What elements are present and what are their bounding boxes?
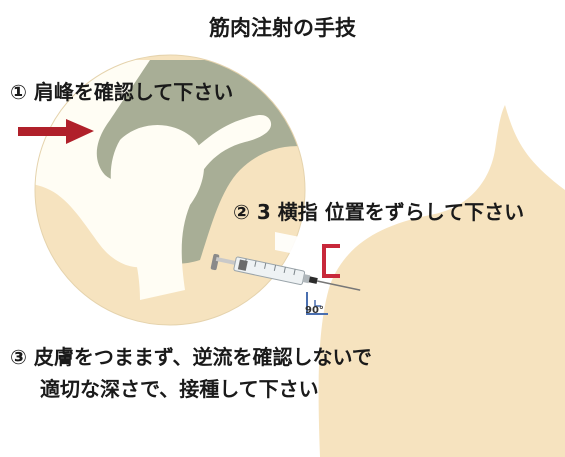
syringe xyxy=(210,253,361,291)
step-3-marker: ③ xyxy=(10,345,27,369)
scapula-bone xyxy=(35,60,272,268)
angle-label: 90° xyxy=(305,305,324,316)
step-3-continued: 適切な深さで、接種して下さい xyxy=(40,377,319,401)
right-angle-mark xyxy=(306,292,328,315)
step-2-text: 3 横指 位置をずらして下さい xyxy=(256,200,525,224)
humerus-head xyxy=(110,125,205,300)
body-silhouette xyxy=(318,105,565,457)
magnified-shoulder-view xyxy=(34,54,306,326)
step-3: ③ 皮膚をつままず、逆流を確認しないで xyxy=(10,341,372,370)
diagram-title: 筋肉注射の手技 xyxy=(209,16,356,40)
step-3-text: 皮膚をつままず、逆流を確認しないで xyxy=(33,345,372,369)
step-1-marker: ① xyxy=(10,80,27,104)
acromion-pointer-arrow xyxy=(18,119,94,144)
injection-site-marker xyxy=(275,232,340,278)
step-1: ① 肩峰を確認して下さい xyxy=(10,76,233,105)
step-2: ② 3 横指 位置をずらして下さい xyxy=(233,196,524,225)
step-1-text: 肩峰を確認して下さい xyxy=(33,80,234,104)
step-2-marker: ② xyxy=(233,200,250,224)
